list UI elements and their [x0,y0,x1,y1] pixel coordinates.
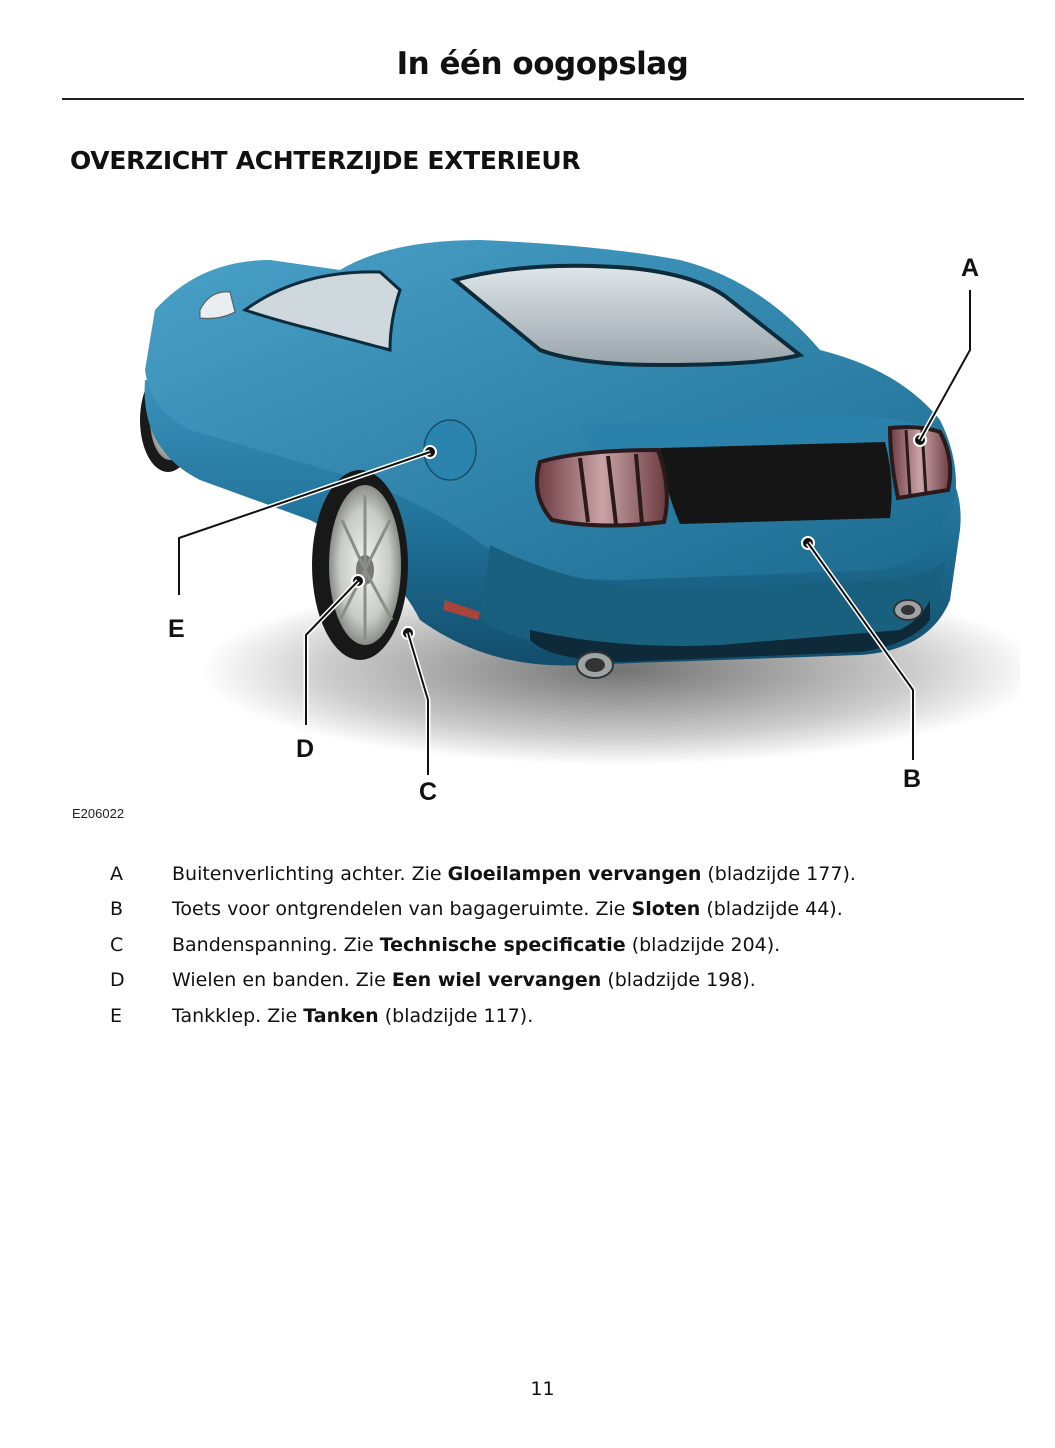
rear-black-panel [660,442,892,524]
page-header-title: In één oogopslag [396,46,689,82]
legend-key: E [110,1004,123,1027]
legend-item-d: D Wielen en banden. Zie Een wiel vervang… [100,963,1000,999]
leader-line-e [178,451,431,595]
cross-reference-link[interactable]: Een wiel vervangen [391,969,602,992]
callout-label-c: C [419,778,438,806]
rear-diffuser [530,600,930,662]
side-mirror [199,291,236,319]
legend-key: C [110,933,124,956]
legend-list: A Buitenverlichting achter. Zie Gloeilam… [100,856,1000,1034]
section-title: OVERZICHT ACHTERZIJDE EXTERIEUR [70,146,581,175]
side-window [241,270,402,352]
cross-reference-link[interactable]: Tanken [303,1004,379,1027]
legend-item-a: A Buitenverlichting achter. Zie Gloeilam… [100,856,1000,892]
legend-description: Buitenverlichting achter. Zie Gloeilampe… [172,862,856,885]
page-number: 11 [530,1378,555,1400]
cross-reference-link[interactable]: Gloeilampen vervangen [447,862,702,885]
legend-item-c: C Bandenspanning. Zie Technische specifi… [100,927,1000,963]
legend-key: D [110,969,125,992]
leader-line-a [919,290,971,441]
rear-reflector [443,600,480,620]
cross-reference-link[interactable]: Technische specificatie [379,933,626,956]
right-tail-lamp [887,425,953,501]
rear-window [450,263,805,368]
callout-label-d: D [296,735,315,763]
legend-description: Tankklep. Zie Tanken (bladzijde 117). [172,1004,534,1027]
car-illustration-svg [140,240,1040,775]
cross-reference-link[interactable]: Sloten [631,898,701,921]
car-rear-illustration [60,200,1040,820]
header-divider [62,98,1024,100]
callout-label-e: E [168,615,185,643]
legend-item-e: E Tankklep. Zie Tanken (bladzijde 117). [100,998,1000,1034]
callout-label-a: A [961,254,980,282]
left-tail-lamp [534,447,669,528]
legend-key: A [110,862,123,885]
figure-code: E206022 [72,806,125,821]
callout-label-b: B [903,765,922,793]
leader-line-c [407,632,429,775]
rear-bumper [480,545,945,652]
legend-item-b: B Toets voor ontgrendelen van bagageruim… [100,892,1000,928]
legend-description: Wielen en banden. Zie Een wiel vervangen… [172,969,756,992]
leader-line-d [305,580,359,725]
legend-key: B [110,898,124,921]
leader-line-b [807,542,914,760]
legend-description: Bandenspanning. Zie Technische specifica… [172,933,781,956]
legend-description: Toets voor ontgrendelen van bagageruimte… [172,898,843,921]
